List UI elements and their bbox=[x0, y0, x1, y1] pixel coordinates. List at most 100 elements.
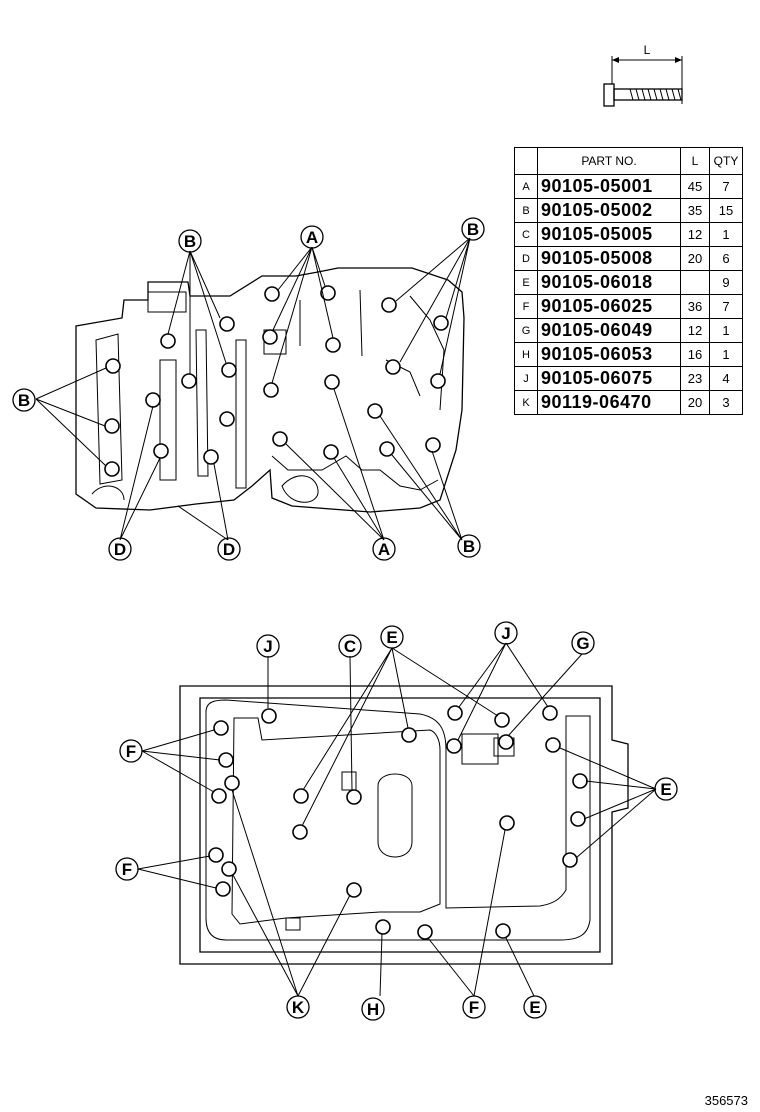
table-header-row: PART NO. L QTY bbox=[514, 147, 743, 175]
table-row: G 90105-06049 12 1 bbox=[514, 318, 743, 343]
row-length: 12 bbox=[680, 318, 710, 343]
row-code: F bbox=[514, 294, 538, 319]
bolt-hole bbox=[218, 752, 234, 768]
row-length: 12 bbox=[680, 222, 710, 247]
row-code: H bbox=[514, 342, 538, 367]
bolt-hole bbox=[346, 789, 362, 805]
parts-table: PART NO. L QTY A 90105-05001 45 7 B 9010… bbox=[514, 147, 743, 415]
bolt-hole bbox=[325, 337, 341, 353]
bolt-hole bbox=[219, 411, 235, 427]
bolt-hole bbox=[292, 824, 308, 840]
row-part-no: 90105-06049 bbox=[537, 318, 681, 343]
row-code: C bbox=[514, 222, 538, 247]
bolt-hole bbox=[401, 727, 417, 743]
row-code: K bbox=[514, 390, 538, 415]
row-length: 20 bbox=[680, 390, 710, 415]
row-length: 45 bbox=[680, 174, 710, 199]
callout-h-bottom: H bbox=[367, 1000, 379, 1019]
callout-f-upper-left: F bbox=[126, 742, 136, 761]
bolt-hole bbox=[433, 315, 449, 331]
table-row: J 90105-06075 23 4 bbox=[514, 366, 743, 391]
row-part-no: 90105-05002 bbox=[537, 198, 681, 223]
callout-g-top: G bbox=[576, 634, 589, 653]
row-qty: 1 bbox=[709, 318, 743, 343]
table-row: H 90105-06053 16 1 bbox=[514, 342, 743, 367]
row-qty: 6 bbox=[709, 246, 743, 271]
row-qty: 4 bbox=[709, 366, 743, 391]
bolt-hole bbox=[570, 811, 586, 827]
table-row: E 90105-06018 9 bbox=[514, 270, 743, 295]
lower-bolt-holes bbox=[208, 705, 588, 940]
table-row: A 90105-05001 45 7 bbox=[514, 174, 743, 199]
header-length: L bbox=[680, 147, 710, 175]
upper-callouts: B A B B D D A B bbox=[12, 217, 485, 561]
header-part-no: PART NO. bbox=[537, 147, 681, 175]
row-part-no: 90105-06053 bbox=[537, 342, 681, 367]
bolt-hole bbox=[320, 285, 336, 301]
figure-reference-number: 356573 bbox=[704, 1093, 748, 1108]
row-code: J bbox=[514, 366, 538, 391]
row-code: A bbox=[514, 174, 538, 199]
bolt-hole bbox=[219, 316, 235, 332]
callout-j-left: J bbox=[263, 637, 272, 656]
bolt-hole bbox=[385, 359, 401, 375]
row-qty: 9 bbox=[709, 270, 743, 295]
callout-k-bottom: K bbox=[292, 998, 305, 1017]
row-code: E bbox=[514, 270, 538, 295]
upper-leader-lines bbox=[35, 237, 471, 541]
bolt-hole bbox=[221, 362, 237, 378]
lower-oil-pan bbox=[179, 685, 629, 965]
bolt-hole bbox=[262, 329, 278, 345]
bolt-hole bbox=[224, 775, 240, 791]
bolt-hole bbox=[208, 847, 224, 863]
bolt-hole bbox=[367, 403, 383, 419]
bolt-hole bbox=[104, 461, 120, 477]
callout-j-right: J bbox=[501, 624, 510, 643]
table-row: F 90105-06025 36 7 bbox=[514, 294, 743, 319]
lower-callouts: J C E J G F E F K H F E bbox=[115, 621, 678, 1021]
callout-b-bottom-right: B bbox=[463, 537, 475, 556]
bolt-hole bbox=[430, 373, 446, 389]
bolt-hole bbox=[323, 444, 339, 460]
header-qty: QTY bbox=[709, 147, 743, 175]
table-row: K 90119-06470 20 3 bbox=[514, 390, 743, 415]
header-blank bbox=[514, 147, 538, 175]
callout-f-bottom: F bbox=[469, 998, 479, 1017]
table-row: B 90105-05002 35 15 bbox=[514, 198, 743, 223]
bolt-hole bbox=[495, 923, 511, 939]
bolt-hole bbox=[153, 443, 169, 459]
row-qty: 3 bbox=[709, 390, 743, 415]
callout-d-bottom-mid: D bbox=[223, 540, 235, 559]
bolt-hole bbox=[542, 705, 558, 721]
callout-a-top: A bbox=[306, 228, 318, 247]
bolt-hole bbox=[346, 882, 362, 898]
bolt-hole bbox=[145, 392, 161, 408]
bolt-hole bbox=[272, 431, 288, 447]
bolt-hole bbox=[379, 441, 395, 457]
row-part-no: 90105-06018 bbox=[537, 270, 681, 295]
table-row: C 90105-05005 12 1 bbox=[514, 222, 743, 247]
callout-b-top-right: B bbox=[467, 220, 479, 239]
length-dimension-label: L bbox=[644, 43, 651, 57]
row-qty: 1 bbox=[709, 342, 743, 367]
bolt-hole bbox=[494, 712, 510, 728]
bolt-hole bbox=[293, 788, 309, 804]
row-part-no: 90105-06025 bbox=[537, 294, 681, 319]
callout-e-bottom: E bbox=[529, 998, 540, 1017]
row-part-no: 90105-05001 bbox=[537, 174, 681, 199]
row-code: G bbox=[514, 318, 538, 343]
bolt-hole bbox=[446, 738, 462, 754]
row-code: B bbox=[514, 198, 538, 223]
bolt-hole bbox=[562, 852, 578, 868]
bolt-length-legend: L bbox=[603, 43, 683, 107]
bolt-hole bbox=[545, 737, 561, 753]
bolt-hole bbox=[160, 333, 176, 349]
lower-leader-lines bbox=[137, 642, 657, 997]
bolt-hole bbox=[203, 449, 219, 465]
callout-e-right: E bbox=[660, 780, 671, 799]
row-length: 35 bbox=[680, 198, 710, 223]
callout-e-top: E bbox=[386, 628, 397, 647]
table-row: D 90105-05008 20 6 bbox=[514, 246, 743, 271]
row-code: D bbox=[514, 246, 538, 271]
bolt-hole bbox=[425, 437, 441, 453]
